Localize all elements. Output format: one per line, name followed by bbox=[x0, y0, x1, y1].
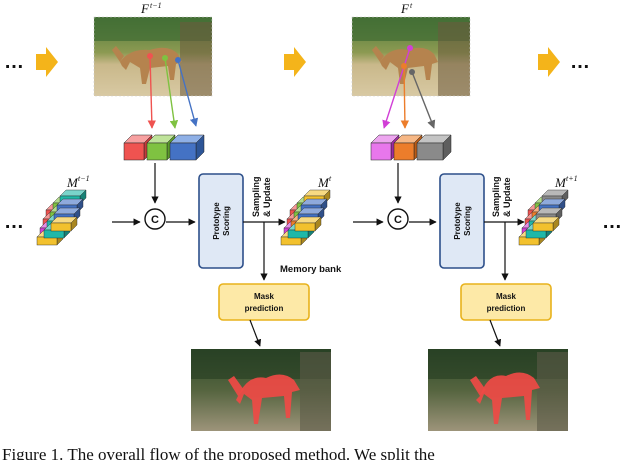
memory-next-symbol: M bbox=[554, 175, 567, 190]
point-blue-prev bbox=[175, 57, 181, 63]
prototype-scoring-box-2: Prototype Scoring bbox=[439, 173, 485, 269]
proto-arrow-orange bbox=[400, 65, 410, 129]
memory-stack-next bbox=[518, 189, 569, 246]
figure-caption: Figure 1. The overall flow of the propos… bbox=[2, 445, 435, 460]
proto-arrow-red-prev bbox=[147, 55, 156, 129]
frame-curr-symbol: F bbox=[400, 1, 410, 16]
flow-arrow-2 bbox=[284, 47, 306, 77]
point-gray bbox=[409, 69, 415, 75]
mask-label-2a: Mask bbox=[496, 292, 517, 301]
prototype-vector-gray bbox=[416, 134, 452, 161]
scoring-label-1a: Prototype bbox=[212, 202, 221, 240]
memory-prev-symbol: M bbox=[66, 175, 79, 190]
frame-prev bbox=[93, 16, 213, 97]
arrow-mask-to-output-1 bbox=[249, 319, 262, 347]
proto-arrow-blue-prev bbox=[177, 59, 199, 127]
point-orange bbox=[401, 63, 407, 69]
ellipsis-right-mid: … bbox=[602, 211, 622, 233]
ellipsis-right-top: … bbox=[570, 51, 590, 73]
memory-stack-prev bbox=[36, 189, 87, 246]
memory-curr-superscript: t bbox=[329, 174, 332, 183]
frame-curr-superscript: t bbox=[410, 1, 413, 10]
arrow-mask-to-output-2 bbox=[489, 319, 502, 347]
proto-arrow-gray bbox=[411, 71, 436, 129]
scoring-label-2a: Prototype bbox=[453, 202, 462, 240]
memory-prev-superscript: t−1 bbox=[78, 174, 90, 183]
sampling-label-2b: & Update bbox=[502, 177, 512, 217]
segmentation-mask-2 bbox=[476, 372, 540, 424]
sampling-label-2a: Sampling bbox=[491, 176, 501, 217]
mask-prediction-box-2: Mask prediction bbox=[460, 283, 552, 321]
memory-curr-symbol: M bbox=[317, 175, 330, 190]
flow-arrow-3 bbox=[538, 47, 560, 77]
frame-curr bbox=[351, 16, 471, 97]
ellipsis-left-mid: … bbox=[4, 211, 24, 233]
point-magenta bbox=[407, 45, 413, 51]
mask-label-1b: prediction bbox=[245, 304, 284, 313]
mask-label-1a: Mask bbox=[254, 292, 275, 301]
proto-arrow-green-prev bbox=[164, 57, 179, 129]
sampling-label-1b: & Update bbox=[262, 177, 272, 217]
memory-next-superscript: t+1 bbox=[566, 174, 578, 183]
point-green-prev bbox=[162, 55, 168, 61]
mask-prediction-box-1: Mask prediction bbox=[218, 283, 310, 321]
camel-shape-curr bbox=[380, 47, 438, 84]
point-red-prev bbox=[147, 53, 153, 59]
mask-label-2b: prediction bbox=[487, 304, 526, 313]
scoring-label-2b: Scoring bbox=[463, 206, 472, 236]
concat-label-2: C bbox=[394, 214, 402, 226]
frame-prev-superscript: t−1 bbox=[150, 1, 162, 10]
concat-label-1: C bbox=[151, 214, 159, 226]
proto-arrow-magenta bbox=[382, 47, 411, 129]
sampling-label-1a: Sampling bbox=[251, 176, 261, 217]
segmentation-mask-1 bbox=[236, 374, 300, 424]
output-frame-1 bbox=[191, 349, 331, 431]
frame-prev-symbol: F bbox=[140, 1, 150, 16]
flow-arrow-1 bbox=[36, 47, 58, 77]
output-frame-2 bbox=[428, 349, 568, 431]
prototype-scoring-box-1: Prototype Scoring bbox=[198, 173, 244, 269]
memory-bank-label: Memory bank bbox=[280, 264, 342, 275]
memory-stack-curr bbox=[280, 189, 331, 246]
scoring-label-1b: Scoring bbox=[222, 206, 231, 236]
concat-node-2: C bbox=[387, 208, 409, 230]
ellipsis-left-top: … bbox=[4, 51, 24, 73]
prototype-vector-blue-prev bbox=[169, 134, 205, 161]
concat-node-1: C bbox=[144, 208, 166, 230]
